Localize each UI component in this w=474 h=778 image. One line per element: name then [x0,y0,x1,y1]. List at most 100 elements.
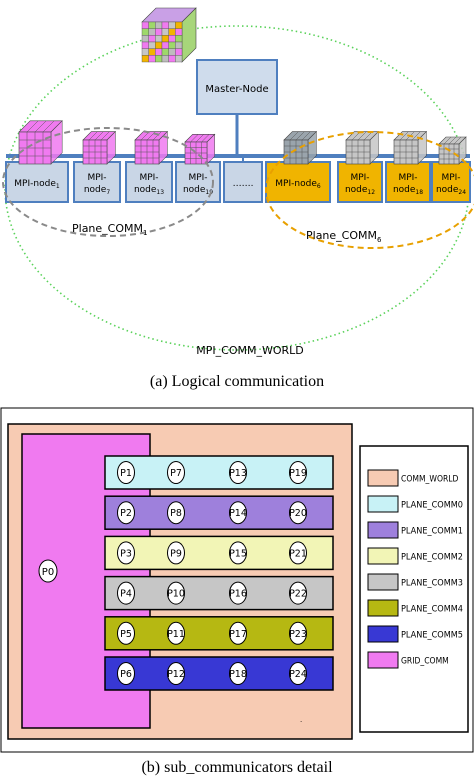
svg-text:P21: P21 [289,548,307,559]
mpi-node-24: MPI-node24 [431,136,471,203]
legend-item-plane-comm5: PLANE_COMM5 [367,625,463,643]
node-cube-icon [18,120,63,165]
legend-item-grid-comm: GRID_COMM [367,651,449,669]
svg-text:P15: P15 [229,548,247,559]
node-cube-icon [438,136,467,165]
tick-mark: . [303,764,305,772]
process-node-P4: P4 [117,581,135,605]
process-node-P22: P22 [289,581,307,605]
node-cube-icon [82,130,117,165]
mpi-node-label: MPI-node6 [275,179,321,190]
svg-text:P4: P4 [120,589,132,600]
svg-text:P19: P19 [289,468,307,479]
mpi-node-18: MPI-node18 [385,130,431,203]
mpi-node-13: MPI-node13 [125,130,173,203]
legend-item-plane-comm0: PLANE_COMM0 [367,495,463,513]
svg-text:P1: P1 [120,468,132,479]
process-node-P1: P1 [117,461,135,484]
tick-mark: . [300,716,302,724]
node-cube-icon [345,130,380,165]
plane-comm-6-ellipse [265,131,474,249]
mpi-node-label: MPI- [441,173,460,183]
legend-item-plane-comm1: PLANE_COMM1 [367,521,463,539]
svg-text:P18: P18 [229,669,247,680]
svg-text:P0: P0 [42,567,54,578]
svg-text:P13: P13 [229,468,247,479]
mpi-node-label: node19 [183,185,213,196]
svg-text:PLANE_COMM5: PLANE_COMM5 [401,631,463,641]
mpi-node-6: MPI-node6 [265,130,331,203]
plane-comm-6-label: Plane_COMM6 [306,229,382,244]
mpi-node-1: MPI-node1 [5,120,69,203]
svg-text:PLANE_COMM2: PLANE_COMM2 [401,553,463,563]
svg-text:P17: P17 [229,629,247,640]
legend-item-plane-comm4: PLANE_COMM4 [367,599,463,617]
svg-text:P22: P22 [289,589,307,600]
caption-a: (a) Logical communication [150,373,324,390]
mpi-node-label: node18 [393,185,423,196]
mpi-node-label: MPI-node1 [14,179,60,190]
process-node-P16: P16 [229,581,247,605]
svg-text:PLANE_COMM1: PLANE_COMM1 [401,527,463,537]
p0-node: P0 [38,559,58,583]
svg-text:P20: P20 [289,508,307,519]
process-node-P9: P9 [167,541,185,565]
mpi-node-label: node24 [436,185,466,196]
svg-text:P23: P23 [289,629,307,640]
process-node-P14: P14 [229,501,247,525]
svg-text:PLANE_COMM4: PLANE_COMM4 [401,605,463,615]
process-node-P6: P6 [117,662,135,685]
mpi-node-label: node7 [84,185,110,196]
svg-text:P6: P6 [120,669,132,680]
node-cube-icon [184,133,216,165]
master-cube-icon [141,7,197,63]
svg-text:PLANE_COMM3: PLANE_COMM3 [401,579,463,589]
node-cube-icon [134,130,169,165]
svg-text:P8: P8 [170,508,182,519]
process-node-P20: P20 [289,501,307,525]
mpi-node-label: node12 [345,185,375,196]
svg-text:P3: P3 [120,548,132,559]
mpi-comm-world-label: MPI_COMM_WORLD [196,344,303,357]
master-node-label: Master-Node [205,84,268,95]
process-node-P23: P23 [289,621,307,645]
svg-text:P10: P10 [167,589,185,600]
mpi-node-label: MPI- [87,173,106,183]
process-node-P18: P18 [229,662,247,685]
mpi-node-label: MPI- [398,173,417,183]
node-cube-icon [283,130,318,165]
process-node-P7: P7 [167,461,185,484]
mpi-node-label: MPI- [350,173,369,183]
process-node-P5: P5 [117,621,135,645]
mpi-node-label: MPI- [188,173,207,183]
mpi-node-ellipsis: ……. [223,156,263,203]
process-node-P17: P17 [229,621,247,645]
logical-communication-panel: Master-Node MPI-node1 MPI-node7 MPI-node13… [2,7,474,390]
process-node-P12: P12 [167,662,185,685]
svg-text:P2: P2 [120,508,132,519]
legend: COMM_WORLD PLANE_COMM0PLANE_COMM1PLANE_CO… [367,469,463,669]
svg-text:PLANE_COMM0: PLANE_COMM0 [401,501,463,511]
plane-comm-row-1: P2 P8 P14 P20 [104,495,334,530]
process-node-P15: P15 [229,541,247,565]
plane-comm-row-3: P4 P10 P16 P22 [104,575,334,611]
plane-comm-row-2: P3 P9 P15 P21 [104,535,334,571]
svg-text:P14: P14 [229,508,247,519]
plane-comm-1-label: Plane_COMM1 [72,222,147,237]
svg-text:GRID_COMM: GRID_COMM [401,657,449,667]
mpi-node-label: ……. [233,179,254,189]
process-node-P3: P3 [117,541,135,565]
svg-text:P12: P12 [167,669,185,680]
process-node-P13: P13 [229,461,247,484]
process-node-P19: P19 [289,461,307,484]
process-node-P21: P21 [289,541,307,565]
process-node-P24: P24 [289,662,307,685]
process-node-P11: P11 [167,621,185,645]
plane-comm-1-ellipse [2,127,214,237]
plane-comm-row-4: P5 P11 P17 P23 [104,616,334,651]
svg-text:COMM_WORLD: COMM_WORLD [401,475,459,485]
